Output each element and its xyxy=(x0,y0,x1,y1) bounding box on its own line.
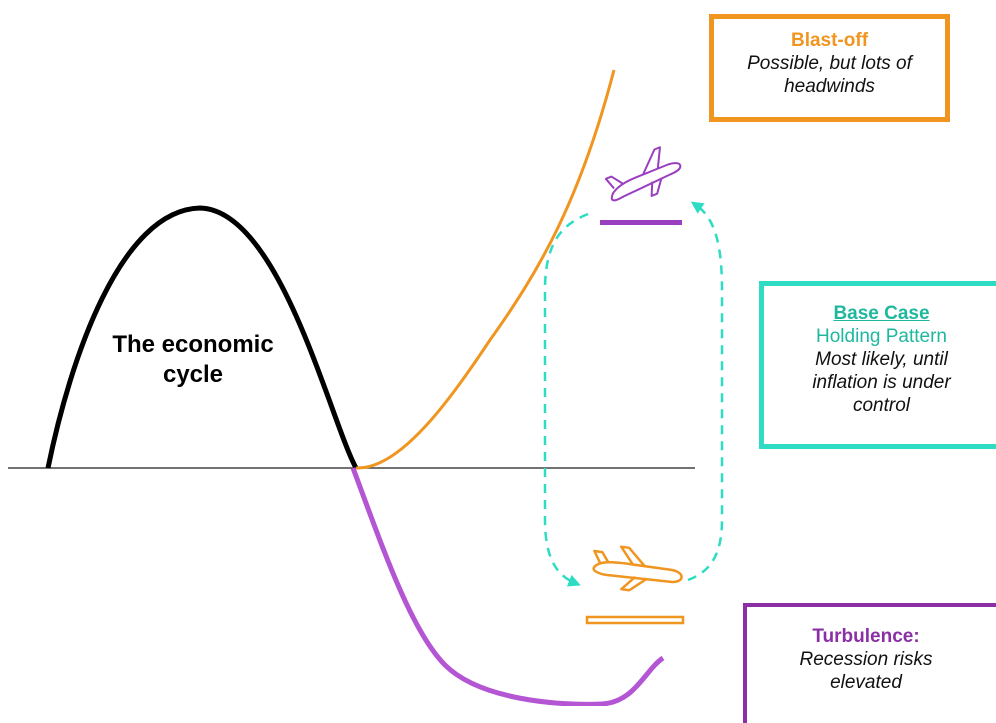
holding-pattern-arrow-up xyxy=(687,201,724,582)
airplane-takeoff-icon xyxy=(592,545,683,592)
turbulence-description: Recession risks elevated xyxy=(799,649,933,693)
base-case-description: Most likely, until inflation is under co… xyxy=(812,349,951,416)
bottom-runway xyxy=(585,615,685,625)
turbulence-curve xyxy=(350,467,665,706)
airplane-landing-icon xyxy=(604,146,682,202)
economic-cycle-curve xyxy=(45,205,359,470)
blast-off-box: Blast-off Possible, but lots of headwind… xyxy=(709,14,950,122)
blast-off-curve xyxy=(355,69,616,470)
top-runway xyxy=(600,220,682,225)
base-case-title: Base Case xyxy=(833,303,930,324)
cycle-label: The economic cycle xyxy=(112,331,274,388)
blast-off-description: Possible, but lots of headwinds xyxy=(747,53,912,97)
blast-off-title: Blast-off xyxy=(790,30,869,51)
holding-pattern-arrow-down xyxy=(543,212,589,587)
turbulence-box: Turbulence: Recession risks elevated xyxy=(743,603,996,723)
base-case-box: Base Case Holding Pattern Most likely, u… xyxy=(759,281,996,449)
turbulence-title: Turbulence: xyxy=(812,626,920,647)
base-case-subtitle: Holding Pattern xyxy=(816,326,947,347)
economic-cycle-diagram xyxy=(8,69,724,706)
